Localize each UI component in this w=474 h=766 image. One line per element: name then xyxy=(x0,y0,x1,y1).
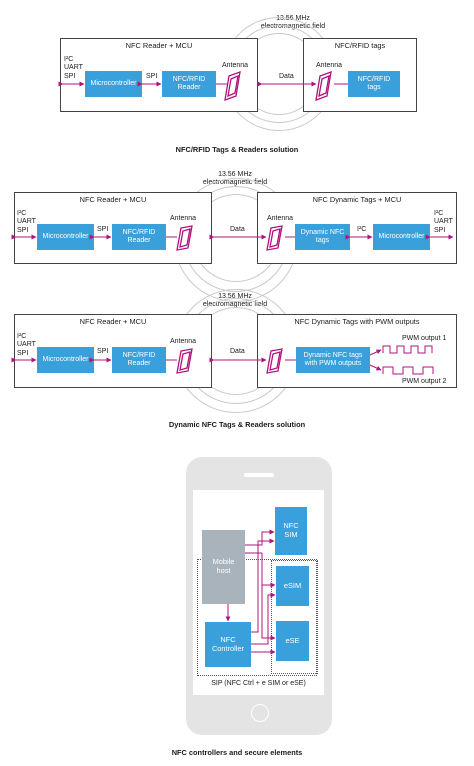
data-label: Data xyxy=(279,73,294,80)
controller-to-sip-bus xyxy=(251,538,275,633)
frame-title: NFC/RFID tags xyxy=(334,41,386,50)
reader-block: NFC/RFID Reader xyxy=(162,71,216,97)
pwm-waveform-1 xyxy=(382,345,433,354)
microcontroller-block: Microcontroller xyxy=(373,224,430,250)
dyn-tags-frame: NFC Dynamic Tags + MCU xyxy=(257,192,457,264)
microcontroller-block: Microcontroller xyxy=(85,71,142,97)
reader-block: NFC/RFID Reader xyxy=(112,347,166,373)
frame-title: NFC Reader + MCU xyxy=(79,317,147,326)
antenna-label: Antenna xyxy=(316,62,343,69)
sip-inner-frame xyxy=(271,560,318,674)
caption: Dynamic NFC Tags & Readers solution xyxy=(168,420,306,429)
pwm-output-1-label: PWM output 1 xyxy=(402,335,447,342)
microcontroller-block: Microcontroller xyxy=(37,224,94,250)
interfaces-label: I²C UART SPI xyxy=(17,210,36,234)
antenna-label: Antenna xyxy=(267,215,294,222)
host-to-ese xyxy=(261,585,276,641)
esim-block: eSIM xyxy=(276,566,309,606)
host-to-nfc-sim xyxy=(245,529,275,546)
interfaces-label: I²C UART SPI xyxy=(17,333,36,357)
pwm-arrow-2 xyxy=(369,364,382,371)
antenna-icon xyxy=(266,348,283,374)
frame-title: NFC Reader + MCU xyxy=(125,41,193,50)
controller-to-esim xyxy=(251,592,276,645)
sip-frame xyxy=(197,559,317,676)
spi-label: SPI xyxy=(97,348,109,355)
mobile-host-block: Mobile host xyxy=(202,530,245,604)
pwm-output-2-label: PWM output 2 xyxy=(402,378,447,385)
reader-block: NFC/RFID Reader xyxy=(112,224,166,250)
phone-home-button xyxy=(251,704,269,722)
antenna-icon xyxy=(224,71,241,101)
spi-label: SPI xyxy=(97,226,109,233)
interfaces-label: I²C UART SPI xyxy=(64,56,83,80)
dyn-tags-block: Dynamic NFC tags with PWM outputs xyxy=(296,347,370,373)
caption: NFC controllers and secure elements xyxy=(171,748,303,757)
frame-title: NFC Dynamic Tags + MCU xyxy=(312,195,402,204)
frame-title: NFC Reader + MCU xyxy=(79,195,147,204)
antenna-icon xyxy=(176,225,193,251)
microcontroller-block: Microcontroller xyxy=(37,347,94,373)
antenna-label: Antenna xyxy=(170,338,197,345)
sip-label: SIP (NFC Ctrl + e SIM or eSE) xyxy=(211,680,306,687)
nfc-sim-block: NFC SIM xyxy=(275,507,307,555)
interfaces-label: I²C UART SPI xyxy=(434,210,453,234)
antenna-icon xyxy=(266,225,283,251)
dyn-tags-block: Dynamic NFC tags xyxy=(295,224,350,250)
antenna-label: Antenna xyxy=(222,62,249,69)
data-label: Data xyxy=(230,226,245,233)
nfc-controller-block: NFC Controller xyxy=(205,622,251,667)
phone-speaker xyxy=(244,473,274,477)
ese-block: eSE xyxy=(276,621,309,661)
spi-label: SPI xyxy=(146,73,158,80)
frame-title: NFC Dynamic Tags with PWM outputs xyxy=(294,317,420,326)
host-to-esim xyxy=(261,553,276,588)
pwm-waveform-2 xyxy=(382,366,434,375)
antenna-label: Antenna xyxy=(170,215,197,222)
i2c-label: I²C xyxy=(357,226,367,233)
pwm-arrow-1 xyxy=(369,349,382,356)
antenna-icon xyxy=(315,71,332,101)
data-label: Data xyxy=(230,348,245,355)
tags-block: NFC/RFID tags xyxy=(348,71,400,97)
antenna-icon xyxy=(176,348,193,374)
caption: NFC/RFID Tags & Readers solution xyxy=(175,145,299,154)
